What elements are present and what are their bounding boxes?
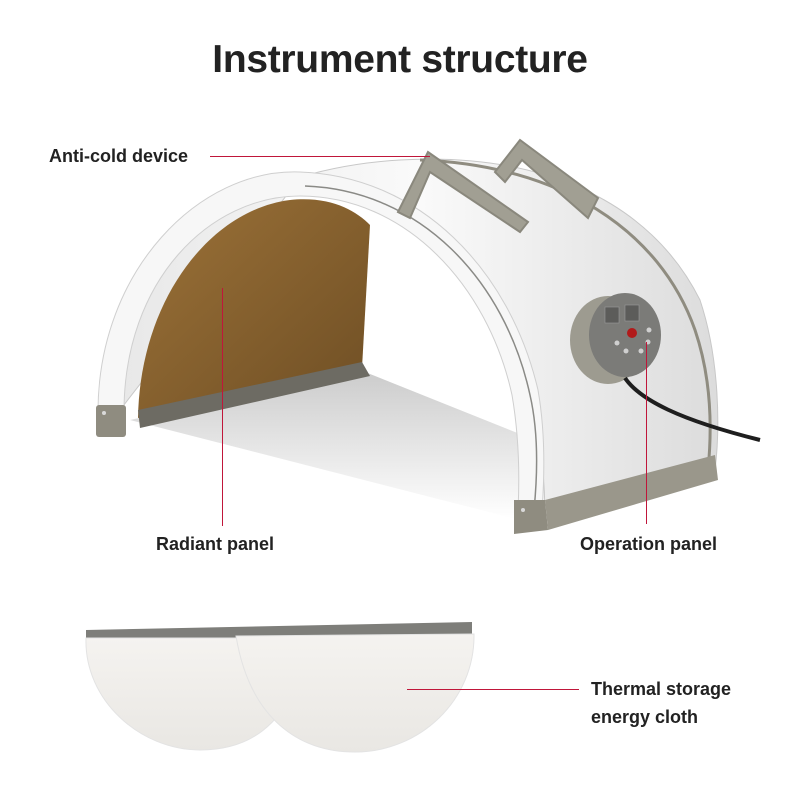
right-base-rail [545, 455, 718, 530]
base-trim [138, 362, 370, 428]
label-anti-cold-device: Anti-cold device [49, 146, 189, 166]
leader-thermal-cloth [407, 689, 579, 690]
control-panel[interactable] [570, 293, 661, 384]
leader-operation-panel [646, 342, 647, 524]
radiant-panel-surface [138, 199, 370, 418]
floor-shadow [130, 370, 610, 520]
power-cable [623, 376, 761, 442]
leader-radiant-panel [222, 288, 223, 526]
page-title: Instrument structure [212, 38, 588, 81]
thermal-cloth [85, 622, 475, 753]
front-left-foot [96, 405, 126, 437]
label-thermal-line2: energy cloth [591, 707, 699, 727]
label-thermal-line1: Thermal storage [591, 679, 732, 699]
handle-back [493, 138, 600, 220]
front-right-foot [514, 500, 548, 534]
power-button[interactable] [627, 328, 637, 338]
label-thermal-storage-cloth: Thermal storage energy cloth [591, 675, 731, 731]
leader-anti-cold-device [210, 156, 430, 157]
label-operation-panel: Operation panel [580, 534, 718, 554]
label-radiant-panel: Radiant panel [156, 534, 275, 554]
handle-front [396, 150, 530, 234]
